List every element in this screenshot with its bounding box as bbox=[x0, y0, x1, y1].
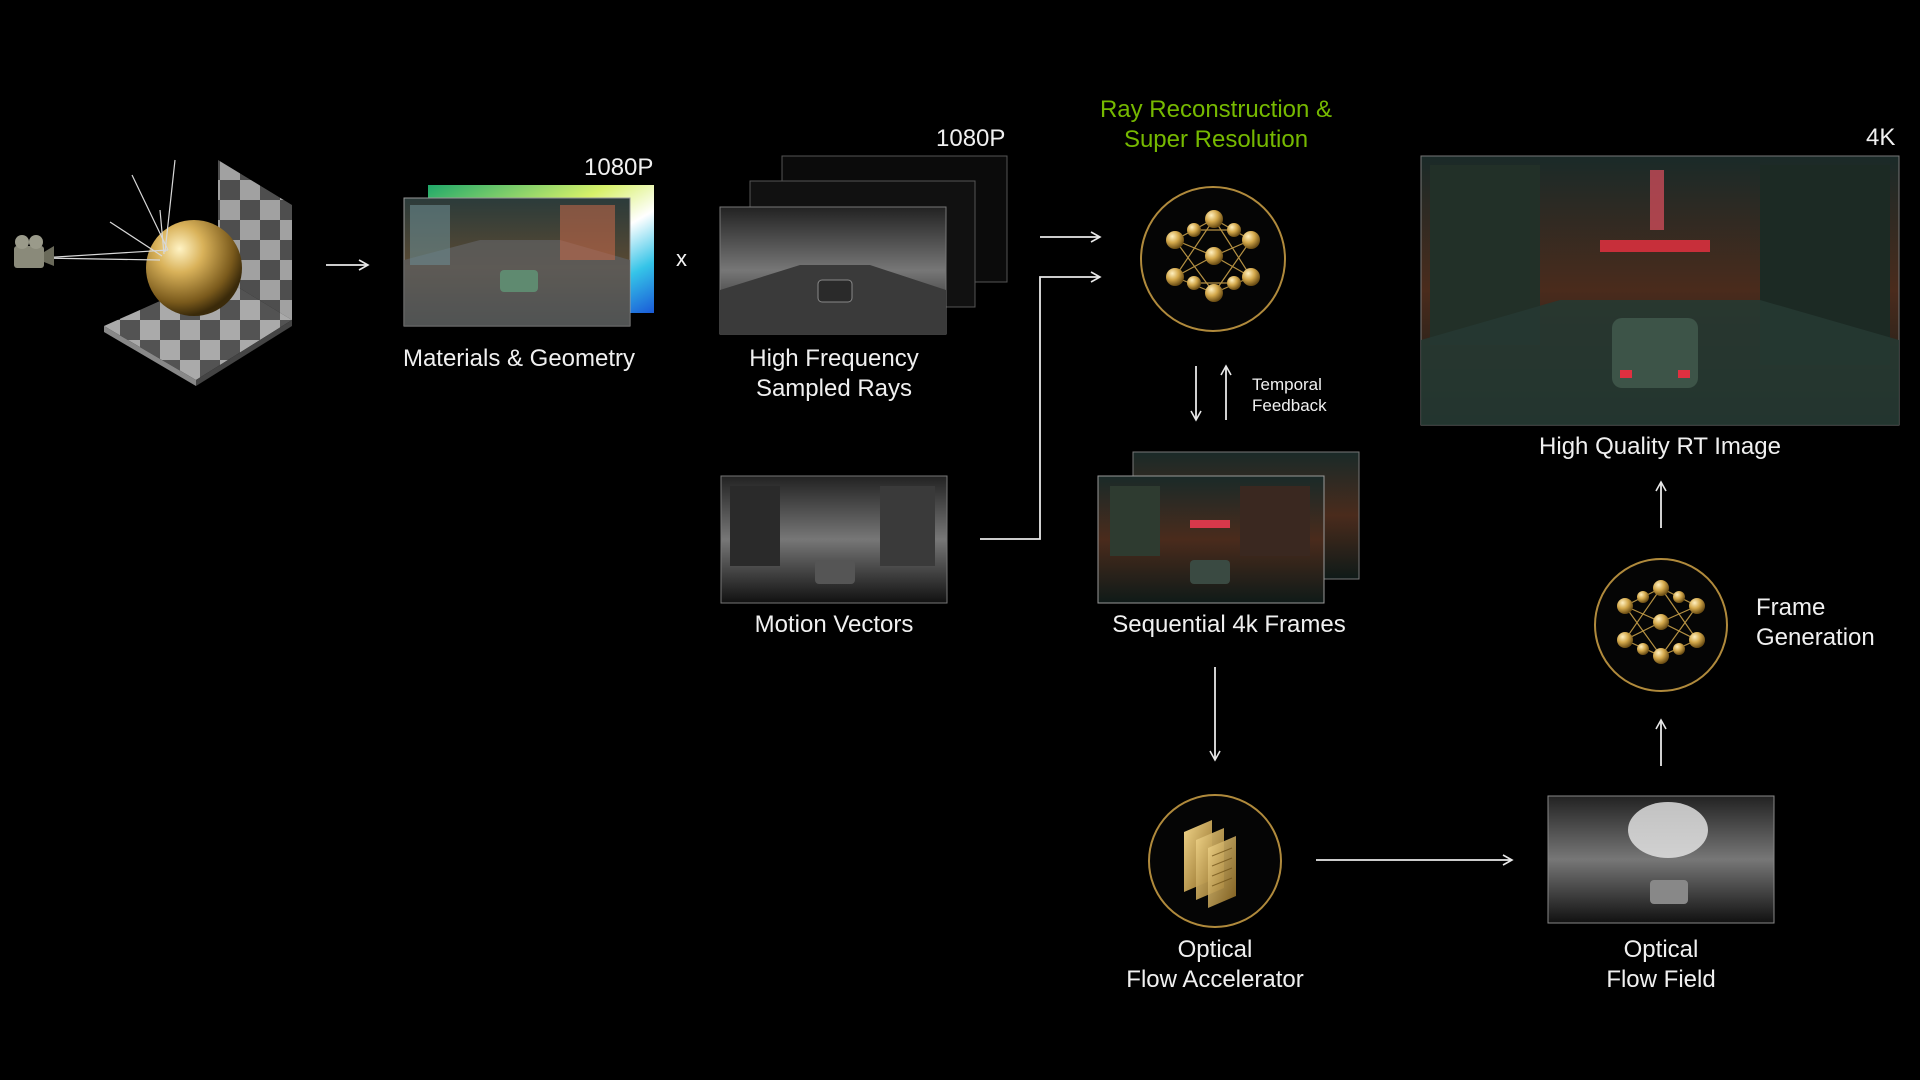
optical-flow-field-image bbox=[1547, 795, 1775, 924]
high-frequency-line1: High Frequency bbox=[749, 345, 919, 372]
neural-network-icon bbox=[1140, 186, 1286, 332]
frame-generation-label: Frame Generation bbox=[1756, 593, 1875, 653]
high-frequency-line2: Sampled Rays bbox=[755, 375, 913, 402]
off-line1: Optical bbox=[1623, 936, 1699, 963]
camera-icon bbox=[14, 235, 54, 268]
temporal-line2: Feedback bbox=[1252, 396, 1327, 415]
motion-vectors-image bbox=[720, 475, 948, 604]
ray-recon-line1: Ray Reconstruction & bbox=[1099, 96, 1333, 123]
frame-generation-neural-network-icon bbox=[1594, 558, 1728, 692]
ofa-line1: Optical bbox=[1177, 936, 1253, 963]
ray-recon-line2: Super Resolution bbox=[1123, 126, 1309, 153]
optical-flow-accelerator-label: Optical Flow Accelerator bbox=[1095, 935, 1335, 995]
camera-sphere-scene-icon bbox=[14, 159, 292, 386]
motion-vectors-label: Motion Vectors bbox=[754, 611, 914, 638]
materials-geometry-label: Materials & Geometry bbox=[402, 345, 636, 372]
multiply-operator: x bbox=[676, 246, 687, 271]
optical-flow-field-label: Optical Flow Field bbox=[1541, 935, 1781, 995]
materials-geometry-images bbox=[403, 185, 654, 327]
temporal-line1: Temporal bbox=[1252, 375, 1322, 394]
high-quality-rt-image bbox=[1420, 155, 1900, 426]
ofa-line2: Flow Accelerator bbox=[1126, 966, 1304, 993]
frame-gen-line1: Frame bbox=[1756, 594, 1826, 621]
frame-gen-line2: Generation bbox=[1756, 624, 1875, 651]
high-frequency-rays-images bbox=[719, 155, 1008, 335]
sequential-frames-label: Sequential 4k Frames bbox=[1112, 611, 1346, 638]
high-frequency-label: High Frequency Sampled Rays bbox=[706, 344, 962, 404]
chip-stack-icon bbox=[1148, 794, 1282, 928]
arrow-motion-to-recon bbox=[980, 271, 1102, 540]
high-quality-rt-image-label: High Quality RT Image bbox=[1539, 433, 1781, 460]
ray-reconstruction-title: Ray Reconstruction & Super Resolution bbox=[1066, 95, 1366, 155]
rays-resolution-label: 1080P bbox=[936, 125, 1006, 152]
sequential-frames-images bbox=[1097, 451, 1360, 604]
temporal-feedback-label: Temporal Feedback bbox=[1252, 374, 1327, 416]
materials-resolution-label: 1080P bbox=[584, 154, 654, 181]
output-resolution-label: 4K bbox=[1866, 124, 1896, 151]
off-line2: Flow Field bbox=[1606, 966, 1716, 993]
